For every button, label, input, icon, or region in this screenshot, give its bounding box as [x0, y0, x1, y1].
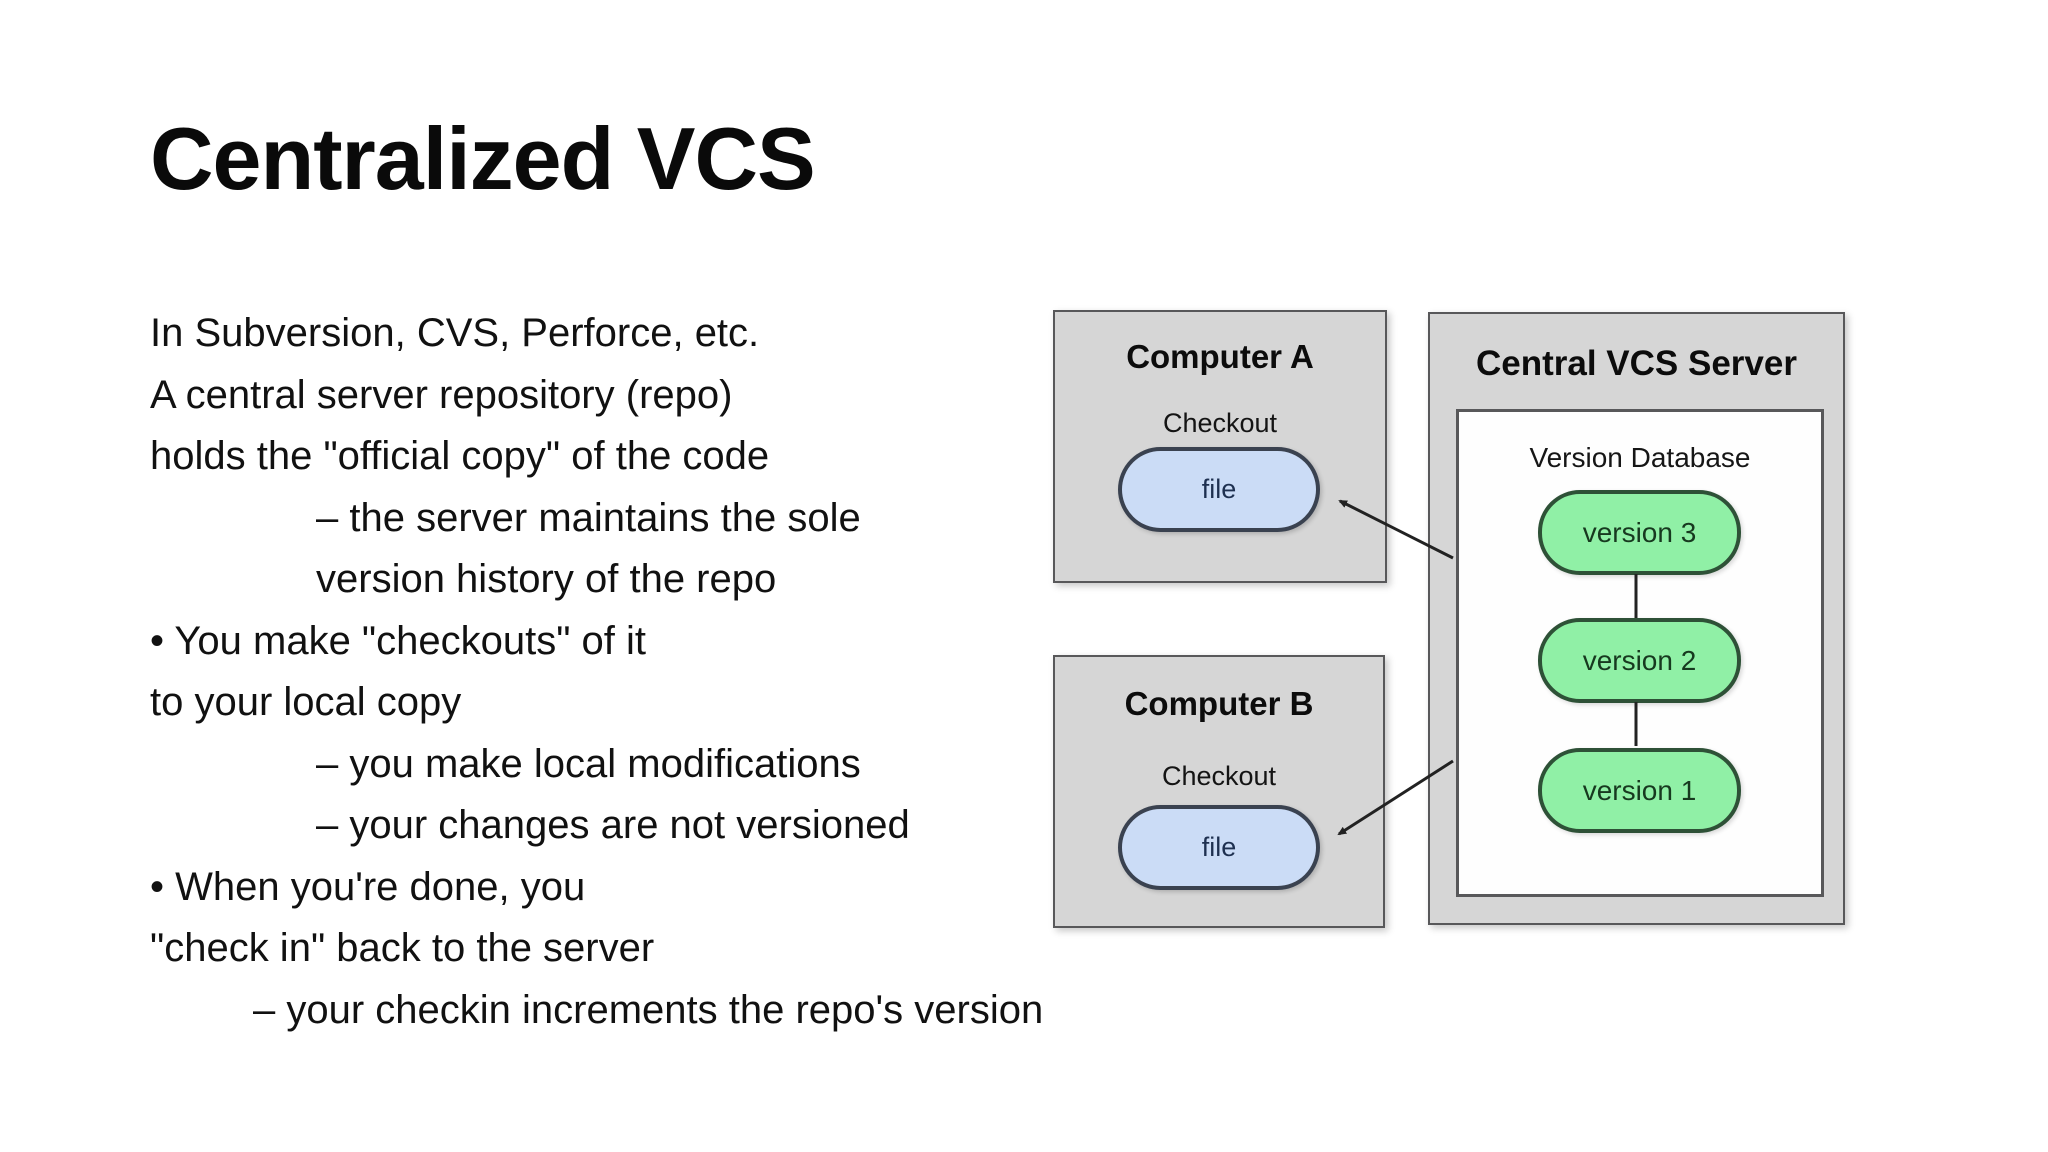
computer-a-checkout-label: Checkout [1162, 408, 1278, 438]
body-line: • When you're done, you [150, 864, 586, 909]
body-line: to your local copy [150, 680, 462, 724]
central-vcs-server-title: Central VCS Server [1476, 344, 1797, 383]
computer-a-panel: Computer A Checkout file [1053, 310, 1387, 583]
body-line: "check in" back to the server [150, 926, 655, 970]
body-line: • You make "checkouts" of it [150, 618, 647, 663]
version-database-label: Version Database [1529, 442, 1751, 473]
body-line: – you make local modifications [316, 741, 861, 786]
version-database-box: Version Database version 3 version 2 ver… [1456, 409, 1824, 897]
computer-b-checkout-label: Checkout [1161, 761, 1277, 791]
slide-title: Centralized VCS [150, 109, 816, 208]
central-vcs-server-panel: Central VCS Server Version Database vers… [1428, 312, 1845, 925]
computer-b-panel: Computer B Checkout file [1053, 655, 1385, 928]
computer-b-title: Computer B [1124, 685, 1314, 722]
computer-a-file-node: file [1118, 447, 1320, 532]
body-line: – your checkin increments the repo's ver… [253, 987, 1044, 1032]
version-3-node: version 3 [1538, 490, 1741, 575]
computer-b-file-node: file [1118, 805, 1320, 890]
body-line: A central server repository (repo) [150, 372, 733, 417]
body-line: holds the "official copy" of the code [150, 434, 770, 478]
version-2-node: version 2 [1538, 618, 1741, 703]
computer-a-title: Computer A [1126, 338, 1314, 375]
body-text-block: In Subversion, CVS, Perforce, etc. A cen… [150, 303, 1150, 1041]
body-line: – the server maintains the sole [316, 495, 861, 540]
body-line: version history of the repo [316, 557, 777, 601]
body-line: In Subversion, CVS, Perforce, etc. [150, 311, 760, 355]
version-1-node: version 1 [1538, 748, 1741, 833]
body-line: – your changes are not versioned [316, 803, 910, 847]
